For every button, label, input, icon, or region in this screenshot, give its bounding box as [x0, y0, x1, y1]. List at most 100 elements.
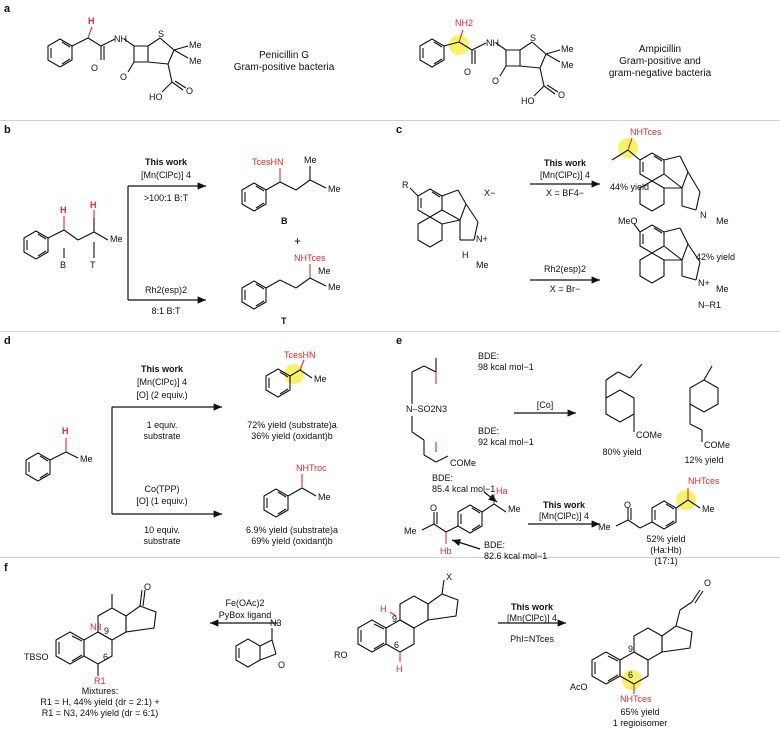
ratio-value: (17:1)	[654, 556, 678, 566]
ammonium-n: N+	[698, 278, 710, 288]
atom-me: Me	[716, 284, 729, 294]
yield-label: 12% yield	[684, 455, 724, 465]
oxidant-label: [O] (1 equiv.)	[136, 496, 188, 506]
equiv-label: substrate	[143, 536, 181, 546]
product-e-structure	[615, 488, 701, 530]
selectivity-label: >100:1 B:T	[143, 193, 189, 203]
atom-hb: Hb	[440, 546, 452, 556]
product-t-nhtces: NHTces	[294, 253, 326, 263]
atom-o: O	[430, 503, 438, 513]
product-d-top-structure	[265, 359, 313, 398]
ampicillin-subtitle: gram-negative bacteria	[608, 68, 712, 79]
panel-a-label: a	[4, 3, 11, 15]
panel-e-label: e	[396, 335, 403, 347]
aco-label: AcO	[570, 682, 588, 692]
catalyst-label: [Mn(ClPc)] 4	[136, 377, 188, 387]
r1-label: R1	[94, 676, 106, 686]
atom-o: O	[144, 582, 152, 592]
product-b-label: B	[281, 216, 288, 226]
atom-me: Me	[561, 60, 574, 70]
atom-h: H	[492, 38, 500, 48]
atom-o: O	[464, 67, 472, 77]
position-6: 6	[103, 652, 109, 662]
site-b-label: B	[60, 260, 67, 270]
product-d-bottom-structure	[263, 474, 317, 518]
methoxy-label: MeO	[618, 216, 638, 226]
morphinan-product-top-structure	[611, 137, 701, 212]
product-nhtroc: NHTroc	[296, 463, 327, 473]
ampicillin-subtitle: Gram-positive and	[619, 56, 701, 67]
this-work-label: This work	[543, 158, 587, 168]
ampicillin-name: Ampicillin	[638, 44, 682, 55]
atom-me: Me	[314, 374, 327, 384]
this-work-label: This work	[140, 364, 184, 374]
ethylbenzene-structure	[25, 438, 79, 482]
atom-me: Me	[404, 526, 417, 536]
catalyst-label: Rh2(esp)2	[543, 264, 587, 274]
catalyst-label: [Mn(ClPc)] 4	[538, 511, 590, 521]
r-group: R	[402, 180, 409, 190]
product-t-structure	[241, 264, 327, 310]
yield-label: 52% yield	[646, 534, 686, 544]
oxidant-label: [O] (2 equiv.)	[136, 390, 188, 400]
atom-n: N	[114, 34, 121, 44]
oxathiazinane-product-80-structure	[605, 363, 643, 432]
position-9: 9	[628, 644, 634, 654]
atom-s: S	[530, 33, 537, 43]
bde-label: BDE:	[484, 540, 506, 550]
ampicillin-free-steroid-reagent-structure	[235, 628, 277, 668]
atom-me: Me	[189, 40, 202, 50]
catalyst-label: Rh2(esp)2	[144, 285, 188, 295]
bde-value: 92 kcal mol−1	[478, 437, 534, 447]
atom-n: N	[486, 38, 493, 48]
catalyst-label: Co(TPP)	[144, 484, 180, 494]
atom-h: H	[62, 426, 69, 436]
regioisomer-label: 1 regioisomer	[612, 718, 668, 728]
azide-label: N3	[90, 622, 102, 632]
atom-me: Me	[508, 504, 521, 514]
conditions-label: X = Br−	[549, 284, 581, 294]
conditions-label: X = BF4−	[545, 188, 585, 198]
atom-me: Me	[598, 522, 611, 532]
this-work-label: This work	[510, 602, 554, 612]
atom-me: Me	[80, 454, 93, 464]
this-work-label: This work	[542, 500, 586, 510]
atom-o: O	[186, 86, 194, 96]
bde-value: 82.6 kcal mol−1	[484, 551, 548, 561]
bde-value: 85.4 kcal mol−1	[432, 484, 496, 494]
atom-me: Me	[318, 492, 331, 502]
atom-me: Me	[328, 184, 341, 194]
product-t-label: T	[281, 316, 287, 326]
atom-me: Me	[318, 266, 331, 276]
catalyst-label: [Mn(ClPc)] 4	[506, 613, 558, 623]
divider	[0, 557, 780, 558]
product-b-structure	[241, 166, 327, 212]
penicillin-g-structure	[47, 26, 189, 93]
atom-me: Me	[702, 504, 715, 514]
atom-h: H	[380, 604, 387, 614]
atom-h: H	[120, 34, 128, 44]
aminyl-r1: N–R1	[698, 300, 722, 310]
azide-reagent-label: N3	[270, 618, 282, 628]
reagent-label: PyBox ligand	[218, 610, 272, 620]
penicillin-subtitle: Gram-positive bacteria	[233, 62, 335, 73]
bde-label: BDE:	[432, 473, 454, 483]
atom-h: H	[396, 664, 403, 674]
morphinan-substrate-structure	[409, 187, 479, 248]
atom-o: O	[704, 578, 712, 588]
mixture-line: R1 = H, 44% yield (dr = 2:1) +	[40, 697, 160, 707]
mixtures-label: Mixtures:	[81, 686, 119, 696]
atom-me: Me	[561, 44, 574, 54]
position-6: 6	[394, 640, 400, 650]
tbso-label: TBSO	[24, 652, 49, 662]
catalyst-label: [Co]	[536, 400, 554, 410]
atom-n: N	[700, 210, 707, 220]
atom-s: S	[158, 29, 165, 39]
atom-h: H	[462, 250, 469, 260]
catalyst-label: [Mn(ClPc)] 4	[539, 170, 591, 180]
position-9: 9	[104, 626, 110, 636]
yield-label: 6.9% yield (substrate)a	[245, 525, 339, 535]
atom-o: O	[558, 90, 566, 100]
atom-o: O	[91, 63, 99, 73]
